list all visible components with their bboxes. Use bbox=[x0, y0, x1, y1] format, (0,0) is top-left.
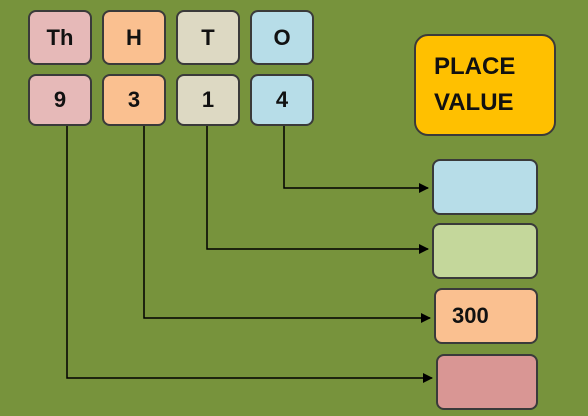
answer-box-ones[interactable] bbox=[432, 159, 538, 215]
digit-hundreds: 3 bbox=[102, 74, 166, 126]
header-tens: T bbox=[176, 10, 240, 65]
digit-ones: 4 bbox=[250, 74, 314, 126]
title-line-1: PLACE bbox=[434, 53, 516, 80]
answer-box-thousands[interactable] bbox=[436, 354, 538, 410]
digit-thousands: 9 bbox=[28, 74, 92, 126]
arrow-ones bbox=[283, 126, 429, 193]
answer-box-tens[interactable] bbox=[432, 223, 538, 279]
header-ones: O bbox=[250, 10, 314, 65]
header-thousands: Th bbox=[28, 10, 92, 65]
arrow-tens bbox=[206, 126, 429, 254]
arrow-hundreds bbox=[143, 126, 431, 323]
arrow-thousands bbox=[66, 126, 433, 383]
header-hundreds: H bbox=[102, 10, 166, 65]
answer-box-hundreds[interactable]: 300 bbox=[434, 288, 538, 344]
place-value-title-box: PLACE VALUE bbox=[414, 34, 556, 136]
title-line-2: VALUE bbox=[434, 89, 514, 116]
digit-tens: 1 bbox=[176, 74, 240, 126]
